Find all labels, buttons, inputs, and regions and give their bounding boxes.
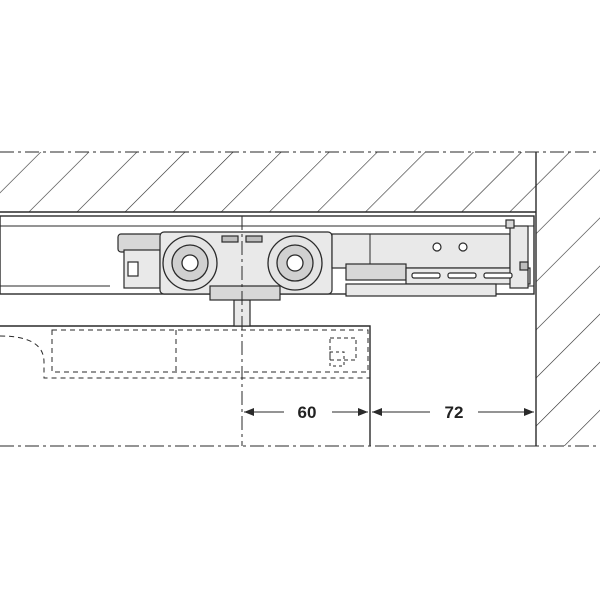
door-rebate-hidden bbox=[0, 335, 370, 379]
dimension-72-label: 72 bbox=[445, 403, 464, 422]
ceiling-section bbox=[0, 152, 536, 213]
damper-unit bbox=[331, 219, 531, 297]
dimension-72: 72 bbox=[372, 403, 534, 422]
door-fitting-hidden bbox=[51, 329, 369, 373]
side-wall-section bbox=[535, 152, 600, 446]
door-panel bbox=[0, 325, 371, 446]
dimension-60-label: 60 bbox=[298, 403, 317, 422]
right-roller-wheel bbox=[267, 235, 323, 291]
left-roller-wheel bbox=[162, 235, 218, 291]
dimension-60: 60 bbox=[244, 403, 368, 422]
